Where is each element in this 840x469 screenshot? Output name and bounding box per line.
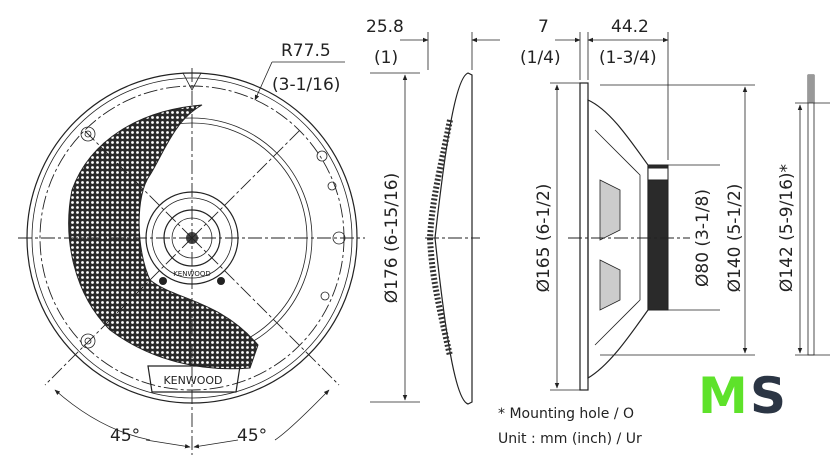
grille-side-view: 25.8 (1) [366, 17, 500, 405]
mounting-hole-view: Ø142 (5-9/16)* [777, 74, 830, 356]
diameter-142-label: Ø142 (5-9/16)* [777, 164, 797, 292]
depth-label: 44.2 [611, 17, 649, 37]
unit-note: Unit : mm (inch) / Ur [498, 431, 642, 447]
speaker-side-view: 7 (1/4) 44.2 (1-3/4) Ø165 (6-1/2) Ø80 (3… [520, 17, 755, 391]
diameter-80-label: Ø80 (3-1/8) [693, 189, 713, 287]
flange-label-inch: (1/4) [520, 48, 561, 68]
depth-label-inch: (1-3/4) [599, 48, 657, 68]
diameter-165-label: Ø165 (6-1/2) [534, 184, 554, 293]
diameter-140-label: Ø140 (5-1/2) [725, 184, 745, 293]
grille-mesh [68, 104, 259, 370]
angle-left-label: 45° [110, 426, 140, 446]
ms-logo: M S [698, 367, 786, 425]
logo-m: M [698, 367, 748, 425]
radius-label: R77.5 [281, 41, 331, 61]
tweeter-brand: KENWOOD [173, 270, 211, 278]
grille-depth-label-inch: (1) [374, 48, 398, 68]
flange-label: 7 [538, 17, 549, 37]
grille-brand: KENWOOD [163, 374, 222, 387]
diameter-176-label: Ø176 (6-15/16) [382, 173, 402, 303]
radius-label-inch: (3-1/16) [272, 75, 340, 95]
logo-s: S [750, 367, 786, 425]
angle-right-label: 45° [237, 426, 267, 446]
front-view: KENWOOD KENWOOD 45° 45° R77.5 (3-1/16) [18, 41, 365, 455]
mounting-note: * Mounting hole / O [498, 406, 634, 422]
grille-depth-label: 25.8 [366, 17, 404, 37]
